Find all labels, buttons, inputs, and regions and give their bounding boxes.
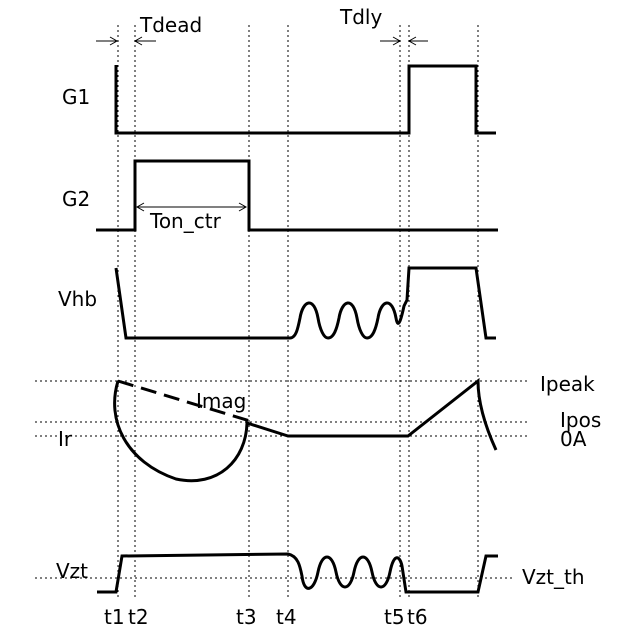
t6-label: t6 (407, 605, 428, 629)
t1-label: t1 (104, 605, 125, 629)
tdly-label: Tdly (339, 5, 382, 29)
ipeak-label: Ipeak (540, 372, 595, 396)
t4-label: t4 (276, 605, 297, 629)
imag-label: Imag (196, 389, 246, 413)
g1-label: G1 (62, 85, 90, 109)
vzt-label: Vzt (56, 559, 88, 583)
ir-label: Ir (58, 427, 73, 451)
t3-label: t3 (236, 605, 257, 629)
g1-waveform (116, 65, 496, 133)
t2-label: t2 (128, 605, 149, 629)
vzt-waveform (97, 554, 498, 592)
zero-a-label: 0A (560, 427, 587, 451)
vhb-waveform (116, 268, 496, 338)
tdead-label: Tdead (139, 13, 202, 37)
t5-label: t5 (384, 605, 405, 629)
ton-ctr-label: Ton_ctr (149, 209, 222, 233)
vhb-label: Vhb (58, 287, 97, 311)
g2-label: G2 (62, 187, 90, 211)
vzt-th-label: Vzt_th (522, 565, 585, 589)
